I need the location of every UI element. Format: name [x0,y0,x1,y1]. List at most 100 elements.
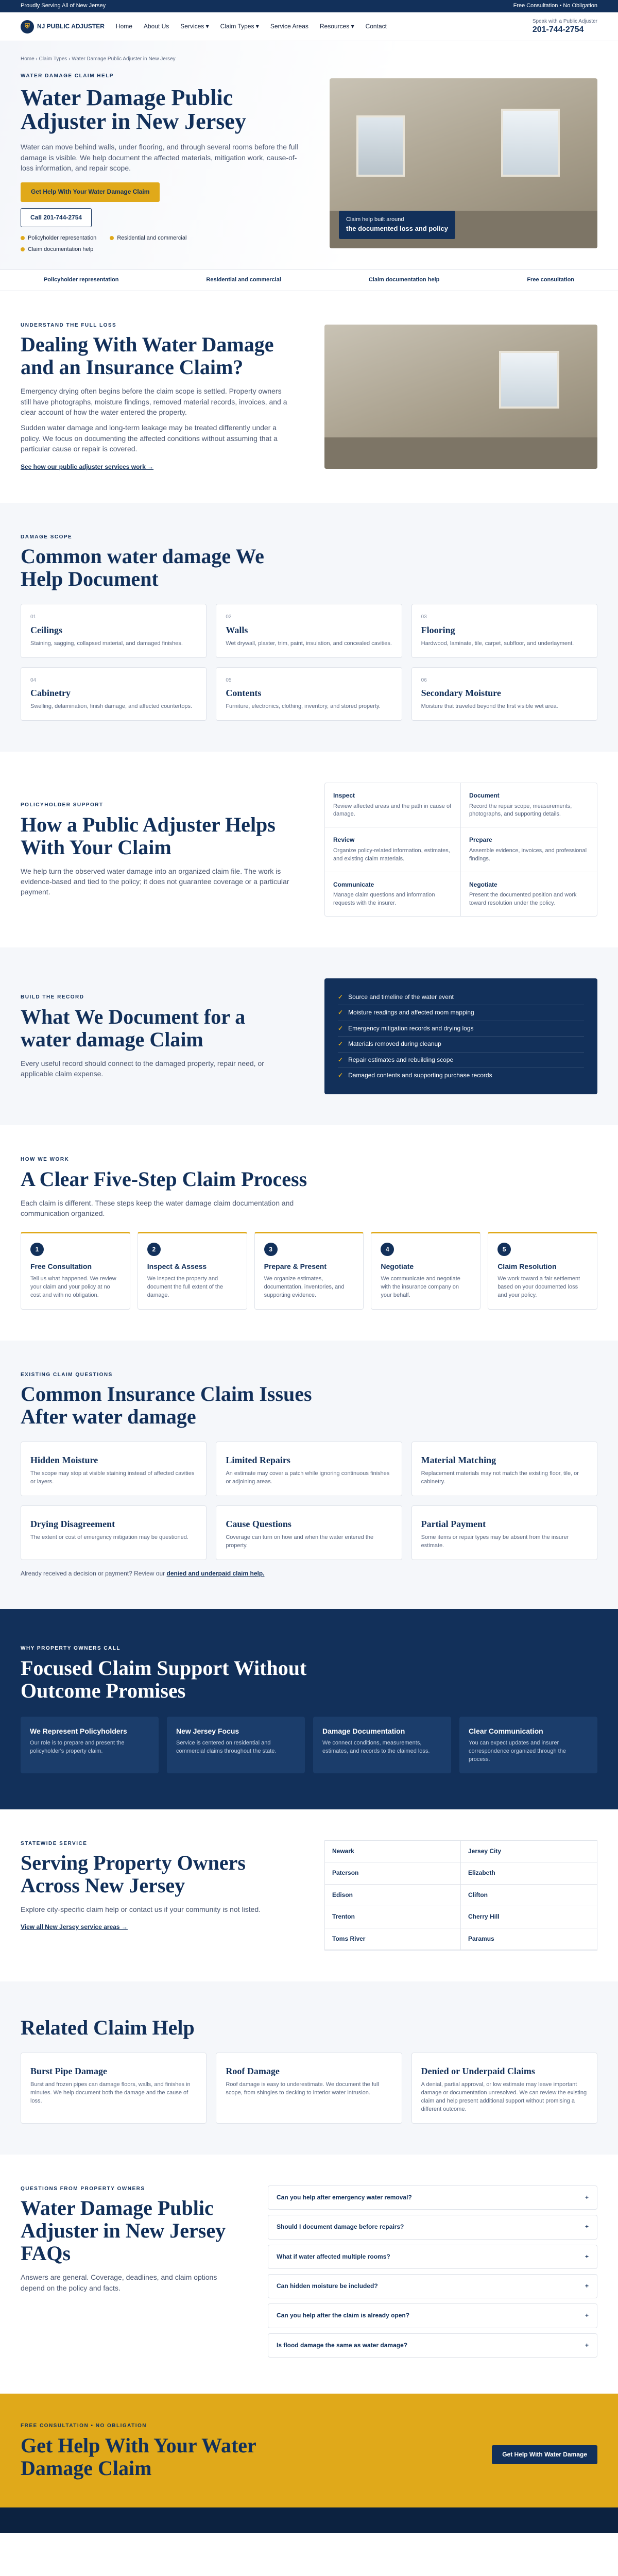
faq-question[interactable]: Is flood damage the same as water damage… [268,2333,597,2358]
faq-section: QUESTIONS FROM PROPERTY OWNERS Water Dam… [0,2155,618,2394]
city-link[interactable]: Clifton [461,1885,597,1907]
plus-icon: + [585,2223,589,2231]
how-helps-section: POLICYHOLDER SUPPORT How a Public Adjust… [0,752,618,947]
faq-lead: Answers are general. Coverage, deadlines… [21,2273,217,2292]
city-link[interactable]: Newark [325,1840,461,1863]
site-logo[interactable]: ⛨NJ PUBLIC ADJUSTER [21,20,105,33]
city-link[interactable]: Paterson [325,1862,461,1885]
record-eyebrow: BUILD THE RECORD [21,994,84,1001]
plus-icon: + [585,2252,589,2260]
main-navigation: ⛨NJ PUBLIC ADJUSTER Home About Us Servic… [0,12,618,41]
process-title: A Clear Five-Step Claim Process [21,1167,307,1191]
faq-question[interactable]: Can you help after the claim is already … [268,2303,597,2328]
phone-label: Speak with a Public Adjuster [532,18,597,24]
nav-service-areas[interactable]: Service Areas [270,22,308,30]
top-announcement-bar: Proudly Serving All of New Jersey Free C… [0,0,618,12]
shield-logo-icon: ⛨ [21,20,34,33]
plus-icon: + [585,2282,589,2290]
faq-question[interactable]: Can you help after emergency water remov… [268,2185,597,2210]
issues-title: Common Insurance Claim Issues After wate… [21,1382,312,1428]
final-cta-section: FREE CONSULTATION • NO OBLIGATION Get He… [0,2394,618,2507]
plus-icon: + [585,2193,589,2201]
damaged-room-photo [324,325,597,469]
nav-resources[interactable]: Resources ▾ [319,22,354,30]
services-link[interactable]: See how our public adjuster services wor… [21,463,154,471]
record-item: Damaged contents and supporting purchase… [338,1068,584,1083]
faq-question[interactable]: Should I document damage before repairs?… [268,2215,597,2240]
areas-lead: Explore city-specific claim help or cont… [21,1905,261,1914]
hero-bullet: Claim documentation help [21,246,93,254]
process-lead: Each claim is different. These steps kee… [21,1198,294,1218]
service-areas-section: STATEWIDE SERVICE Serving Property Owner… [0,1809,618,1981]
nav-home[interactable]: Home [115,22,132,30]
nav-contact[interactable]: Contact [365,22,387,30]
helps-title: How a Public Adjuster Helps With Your Cl… [21,812,276,859]
city-link[interactable]: Jersey City [461,1841,597,1863]
plus-icon: + [585,2341,589,2349]
nav-services[interactable]: Services ▾ [180,22,209,30]
nav-links: Home About Us Services ▾ Claim Types ▾ S… [116,22,387,31]
faq-question[interactable]: Can hidden moisture be included?+ [268,2274,597,2299]
faq-question[interactable]: What if water affected multiple rooms?+ [268,2244,597,2269]
cta-button[interactable]: Get Help With Water Damage [492,2445,597,2465]
cta-title: Get Help With Your Water Damage Claim [21,2433,256,2480]
process-section: HOW WE WORK A Clear Five-Step Claim Proc… [0,1125,618,1340]
nav-claim-types[interactable]: Claim Types ▾ [220,22,259,30]
site-footer [0,2507,618,2533]
city-link[interactable]: Elizabeth [461,1862,597,1885]
record-title: What We Document for a water damage Clai… [21,1005,246,1051]
damage-scope-section: DAMAGE SCOPE Common water damage We Help… [0,502,618,752]
issues-section: EXISTING CLAIM QUESTIONS Common Insuranc… [0,1340,618,1609]
city-link[interactable]: Edison [325,1884,461,1907]
free-consultation-link[interactable]: Free Consultation • No Obligation [513,3,597,9]
hero-eyebrow: WATER DAMAGE CLAIM HELP [21,73,114,79]
helps-eyebrow: POLICYHOLDER SUPPORT [21,802,104,808]
denied-claims-link[interactable]: denied and underpaid claim help. [166,1569,265,1577]
header-phone[interactable]: 201-744-2754 [532,25,584,34]
hero-bullet: Residential and commercial [110,234,186,243]
hero-call-button[interactable]: Call 201-744-2754 [21,208,92,228]
hero-bullet: Policyholder representation [21,234,96,243]
city-link[interactable]: Paramus [461,1928,597,1950]
record-item: Moisture readings and affected room mapp… [338,1005,584,1021]
all-areas-link[interactable]: View all New Jersey service areas → [21,1923,128,1930]
hero-cta-button[interactable]: Get Help With Your Water Damage Claim [21,182,160,202]
page-title: Water Damage Public Adjuster in New Jers… [21,85,246,134]
helps-lead: We help turn the observed water damage i… [21,867,289,896]
breadcrumb[interactable]: Home › Claim Types › Water Damage Public… [21,56,176,62]
loss-title: Dealing With Water Damage and an Insuran… [21,333,274,379]
nav-about[interactable]: About Us [143,22,169,30]
loss-section: UNDERSTAND THE FULL LOSS Dealing With Wa… [0,291,618,503]
process-eyebrow: HOW WE WORK [21,1157,70,1163]
scope-eyebrow: DAMAGE SCOPE [21,534,73,540]
city-link[interactable]: Cherry Hill [461,1906,597,1928]
loss-paragraph: Sudden water damage and long-term leakag… [21,423,278,453]
city-link[interactable]: Toms River [325,1928,461,1950]
trust-item: Residential and commercial [206,276,281,283]
record-lead: Every useful record should connect to th… [21,1059,264,1078]
city-link[interactable]: Trenton [325,1906,461,1928]
why-eyebrow: WHY PROPERTY OWNERS CALL [21,1646,121,1652]
faq-list: Can you help after emergency water remov… [268,2185,597,2363]
